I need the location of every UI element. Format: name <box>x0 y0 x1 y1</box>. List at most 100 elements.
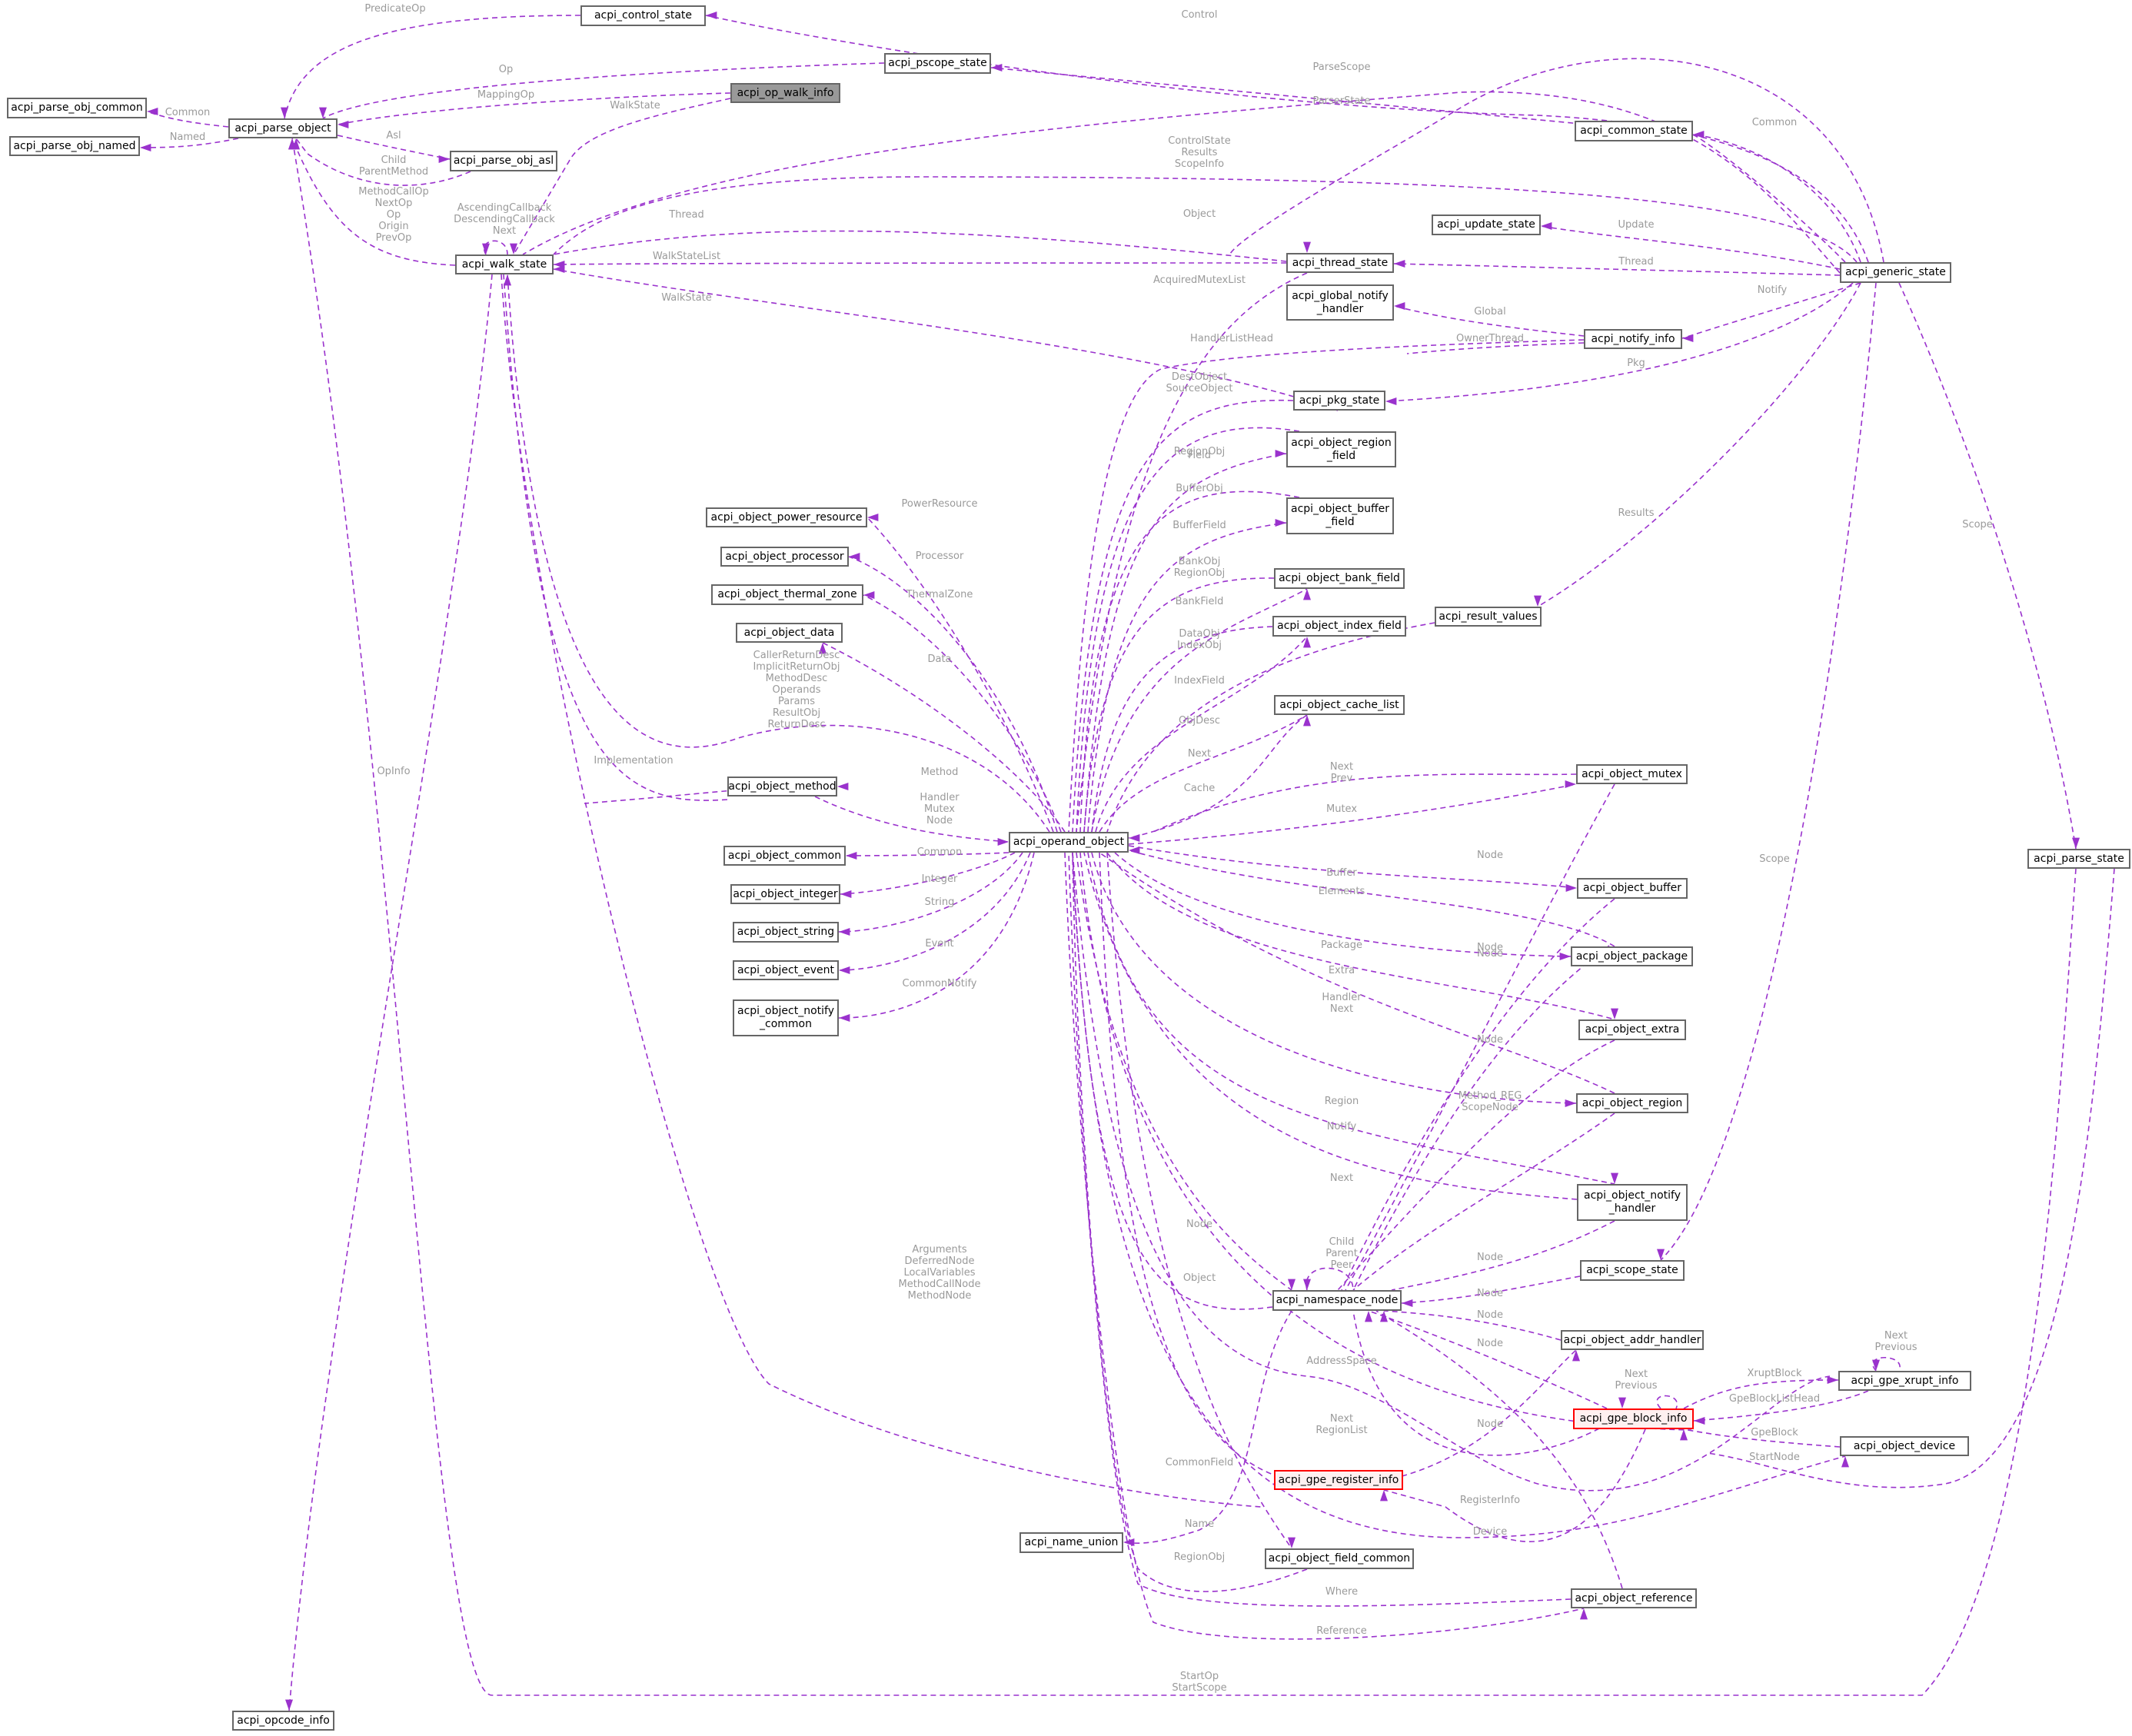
arrowhead-icon <box>997 838 1009 846</box>
node-opcode-info[interactable]: acpi_opcode_info <box>232 1711 334 1731</box>
edge <box>1683 1428 1841 1448</box>
node-object-region-field[interactable]: acpi_object_region _field <box>1286 431 1396 467</box>
edge-label: MappingOp <box>477 89 535 101</box>
node-object-event[interactable]: acpi_object_event <box>733 960 839 980</box>
arrowhead-icon <box>1275 450 1286 457</box>
arrowhead-icon <box>991 64 1003 72</box>
node-object-reference[interactable]: acpi_object_reference <box>1571 1588 1697 1608</box>
edge-label: HandlerListHead <box>1190 333 1273 344</box>
edge-label: Next RegionList <box>1315 1413 1368 1436</box>
node-object-device[interactable]: acpi_object_device <box>1840 1436 1969 1456</box>
node-thread-state[interactable]: acpi_thread_state <box>1286 253 1394 273</box>
edge-label: Next Previous <box>1615 1369 1658 1392</box>
node-parse-obj-asl[interactable]: acpi_parse_obj_asl <box>450 151 557 171</box>
node-walk-state[interactable]: acpi_walk_state <box>455 254 554 274</box>
node-control-state[interactable]: acpi_control_state <box>580 5 706 26</box>
node-update-state[interactable]: acpi_update_state <box>1432 215 1541 235</box>
node-name-union[interactable]: acpi_name_union <box>1019 1532 1123 1553</box>
node-object-notify-common[interactable]: acpi_object_notify _common <box>733 999 839 1036</box>
edge-label: WalkStateList <box>652 251 721 262</box>
node-pscope-state[interactable]: acpi_pscope_state <box>884 53 991 74</box>
node-object-processor[interactable]: acpi_object_processor <box>720 547 849 567</box>
edge-label: Node <box>1477 850 1503 861</box>
node-parse-obj-common[interactable]: acpi_parse_obj_common <box>7 98 147 118</box>
edge <box>553 176 1858 263</box>
node-object-string[interactable]: acpi_object_string <box>733 922 839 943</box>
edge <box>139 138 239 148</box>
node-object-extra[interactable]: acpi_object_extra <box>1578 1019 1686 1040</box>
node-object-common[interactable]: acpi_object_common <box>723 846 846 866</box>
edge <box>1537 282 1861 607</box>
edge-label: Node <box>1477 1309 1503 1321</box>
node-object-thermal-zone[interactable]: acpi_object_thermal_zone <box>711 584 863 605</box>
arrowhead-icon <box>867 514 879 521</box>
node-object-buffer-field[interactable]: acpi_object_buffer _field <box>1286 497 1394 534</box>
node-object-bank-field[interactable]: acpi_object_bank_field <box>1274 568 1405 589</box>
node-result-values[interactable]: acpi_result_values <box>1435 607 1542 627</box>
edge-label: Method <box>920 767 959 778</box>
edge-label: Method_REG ScopeNode <box>1458 1090 1522 1113</box>
node-pkg-state[interactable]: acpi_pkg_state <box>1293 391 1385 411</box>
edge <box>503 274 728 801</box>
node-gpe-block-info[interactable]: acpi_gpe_block_info <box>1573 1408 1694 1429</box>
edge <box>1068 852 1572 1607</box>
edge-label: Node <box>1477 1288 1503 1299</box>
node-global-notify-handler[interactable]: acpi_global_notify _handler <box>1286 284 1394 321</box>
edge <box>1683 1379 1839 1409</box>
edge <box>1692 134 1846 263</box>
node-operand-object[interactable]: acpi_operand_object <box>1009 832 1129 853</box>
edge <box>840 852 1016 895</box>
node-object-addr-handler[interactable]: acpi_object_addr_handler <box>1561 1330 1704 1350</box>
node-namespace-node[interactable]: acpi_namespace_node <box>1272 1290 1402 1311</box>
node-parse-obj-named[interactable]: acpi_parse_obj_named <box>9 136 140 156</box>
arrowhead-icon <box>1380 1490 1388 1502</box>
arrowhead-icon <box>288 138 296 150</box>
edge <box>1128 850 1615 947</box>
arrowhead-icon <box>1385 397 1397 405</box>
node-notify-info[interactable]: acpi_notify_info <box>1584 329 1682 349</box>
edge <box>1406 342 1585 354</box>
node-object-buffer[interactable]: acpi_object_buffer <box>1577 878 1688 899</box>
edge <box>1079 852 1692 1431</box>
arrowhead-icon <box>1288 1279 1295 1290</box>
arrowhead-icon <box>1680 1429 1688 1441</box>
node-object-package[interactable]: acpi_object_package <box>1571 946 1693 966</box>
node-common-state[interactable]: acpi_common_state <box>1575 121 1693 141</box>
edge-label: Common <box>165 107 211 118</box>
edge-label: DataObj IndexObj <box>1177 628 1222 651</box>
edge <box>1091 852 1577 1104</box>
node-scope-state[interactable]: acpi_scope_state <box>1580 1260 1685 1281</box>
node-object-data[interactable]: acpi_object_data <box>736 623 843 643</box>
node-gpe-register-info[interactable]: acpi_gpe_register_info <box>1274 1470 1403 1490</box>
node-object-method[interactable]: acpi_object_method <box>727 777 837 796</box>
node-object-cache-list[interactable]: acpi_object_cache_list <box>1274 695 1405 715</box>
edge-label: Next <box>1187 748 1212 760</box>
node-op-walk-info[interactable]: acpi_op_walk_info <box>730 83 840 103</box>
edge-label: CallerReturnDesc ImplicitReturnObj Metho… <box>753 650 840 730</box>
edge-label: BufferObj <box>1176 483 1223 494</box>
node-object-integer[interactable]: acpi_object_integer <box>730 884 840 904</box>
node-gpe-xrupt-info[interactable]: acpi_gpe_xrupt_info <box>1838 1371 1971 1391</box>
arrowhead-icon <box>438 155 450 163</box>
node-object-region[interactable]: acpi_object_region <box>1576 1093 1688 1113</box>
edge <box>1391 1220 1615 1291</box>
arrowhead-icon <box>338 121 349 128</box>
node-object-notify-handler[interactable]: acpi_object_notify _handler <box>1577 1184 1688 1221</box>
edge <box>1706 868 2115 1488</box>
node-generic-state[interactable]: acpi_generic_state <box>1840 262 1951 283</box>
arrowhead-icon <box>281 107 288 118</box>
edge <box>553 230 1287 262</box>
edge-label: Named <box>169 131 206 143</box>
edge <box>845 852 1009 856</box>
edge-label: Buffer <box>1326 867 1357 879</box>
node-object-index-field[interactable]: acpi_object_index_field <box>1272 616 1406 637</box>
node-object-field-common[interactable]: acpi_object_field_common <box>1265 1548 1414 1569</box>
node-parse-object[interactable]: acpi_parse_object <box>228 118 338 138</box>
arrowhead-icon <box>147 108 158 115</box>
node-object-mutex[interactable]: acpi_object_mutex <box>1576 764 1688 784</box>
node-object-power-resource[interactable]: acpi_object_power_resource <box>706 507 867 527</box>
node-parse-state[interactable]: acpi_parse_state <box>2027 849 2130 869</box>
edge <box>1152 773 1577 833</box>
edge-label: Where <box>1325 1586 1359 1598</box>
arrowhead-icon <box>1541 222 1552 230</box>
